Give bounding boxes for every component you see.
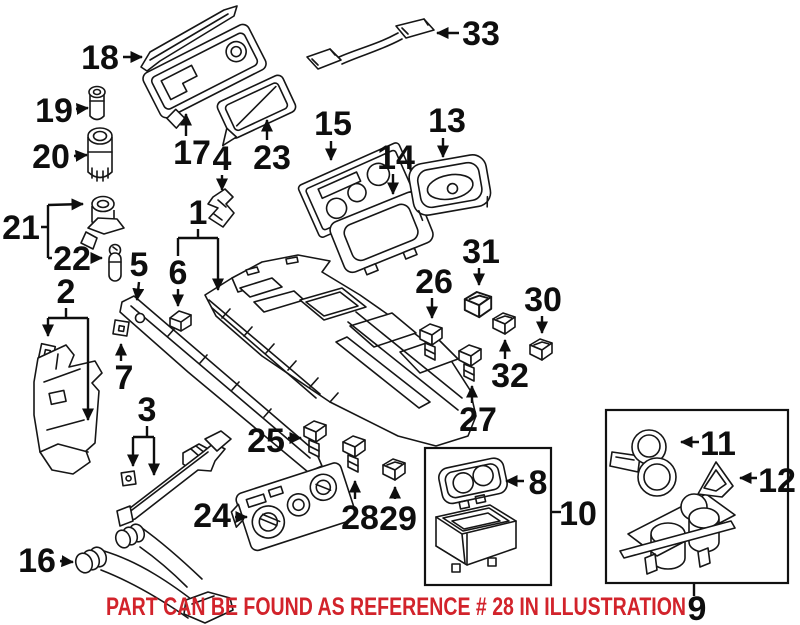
part-6-clip bbox=[169, 310, 192, 332]
part-22-bulb bbox=[108, 243, 122, 282]
label-24: 24 bbox=[193, 497, 231, 535]
callout-10: 10 bbox=[552, 495, 597, 533]
part-9-cupholder-frame bbox=[619, 493, 736, 575]
label-4: 4 bbox=[213, 140, 232, 178]
part-21-lighter-housing bbox=[80, 195, 125, 250]
label-15: 15 bbox=[314, 105, 352, 143]
label-7: 7 bbox=[115, 359, 134, 397]
label-6: 6 bbox=[169, 254, 188, 292]
callout-19: 19 bbox=[35, 92, 89, 130]
part-14-shifter-bezel bbox=[329, 191, 434, 276]
part-2-side-trim bbox=[33, 342, 103, 475]
callout-24: 24 bbox=[193, 497, 248, 535]
part-12-rubber-insert-small bbox=[697, 461, 734, 498]
callout-5: 5 bbox=[130, 246, 149, 301]
label-32: 32 bbox=[491, 357, 529, 395]
callout-29: 29 bbox=[379, 486, 417, 538]
callout-17: 17 bbox=[173, 113, 211, 172]
part-19-bulb-socket bbox=[88, 85, 106, 121]
callout-6: 6 bbox=[169, 254, 188, 307]
callout-28: 28 bbox=[341, 480, 379, 537]
part-17-front-trim-panel bbox=[142, 23, 267, 129]
callout-4: 4 bbox=[213, 140, 232, 191]
part-11-rubber-insert bbox=[609, 429, 677, 497]
callout-33: 33 bbox=[436, 15, 500, 53]
callout-11: 11 bbox=[680, 425, 736, 463]
label-16: 16 bbox=[18, 542, 56, 580]
label-1: 1 bbox=[189, 194, 208, 232]
part-8-cupholder-insert bbox=[438, 457, 508, 510]
part-10-storage-box bbox=[435, 504, 517, 573]
label-28: 28 bbox=[341, 499, 379, 537]
reference-caption: PART CAN BE FOUND AS REFERENCE # 28 IN I… bbox=[106, 593, 686, 621]
label-21: 21 bbox=[2, 209, 40, 247]
label-14: 14 bbox=[377, 139, 415, 177]
label-30: 30 bbox=[524, 281, 562, 319]
callout-1: 1 bbox=[176, 194, 224, 291]
label-25: 25 bbox=[247, 422, 285, 460]
label-12: 12 bbox=[758, 462, 796, 500]
callout-16: 16 bbox=[18, 542, 74, 580]
label-19: 19 bbox=[35, 92, 73, 130]
part-1-center-console bbox=[204, 254, 477, 447]
part-24-climate-control bbox=[182, 443, 357, 552]
label-33: 33 bbox=[462, 15, 500, 53]
callout-3: 3 bbox=[127, 391, 160, 476]
label-27: 27 bbox=[459, 401, 497, 439]
callout-31: 31 bbox=[462, 233, 500, 286]
callout-9: 9 bbox=[688, 584, 707, 625]
part-20-power-outlet bbox=[87, 127, 113, 182]
callout-27: 27 bbox=[459, 385, 497, 439]
label-20: 20 bbox=[32, 138, 70, 176]
label-2: 2 bbox=[57, 273, 76, 311]
callout-32: 32 bbox=[491, 339, 529, 395]
callout-21: 21 bbox=[2, 198, 84, 260]
label-9: 9 bbox=[688, 590, 707, 625]
part-18-console-trim-strip bbox=[140, 5, 238, 72]
label-31: 31 bbox=[462, 233, 500, 271]
callout-18: 18 bbox=[81, 39, 143, 77]
callout-2: 2 bbox=[42, 273, 94, 421]
callout-14: 14 bbox=[377, 139, 415, 195]
label-3: 3 bbox=[138, 391, 157, 429]
callout-8: 8 bbox=[505, 464, 548, 502]
part-13-storage-bin bbox=[408, 154, 492, 222]
callout-20: 20 bbox=[32, 138, 88, 176]
label-11: 11 bbox=[700, 425, 736, 463]
label-22: 22 bbox=[53, 240, 91, 278]
label-8: 8 bbox=[529, 464, 548, 502]
callout-15: 15 bbox=[314, 105, 352, 161]
label-23: 23 bbox=[253, 139, 291, 177]
label-5: 5 bbox=[130, 246, 149, 284]
callout-7: 7 bbox=[115, 343, 134, 397]
label-17: 17 bbox=[173, 134, 211, 172]
part-16-air-duct bbox=[74, 523, 234, 624]
label-10: 10 bbox=[559, 495, 597, 533]
callout-23: 23 bbox=[253, 119, 291, 177]
callout-12: 12 bbox=[739, 462, 796, 500]
callout-13: 13 bbox=[428, 102, 466, 158]
reference-box-10 bbox=[423, 446, 553, 587]
callout-26: 26 bbox=[415, 263, 453, 319]
label-29: 29 bbox=[379, 500, 417, 538]
label-18: 18 bbox=[81, 39, 119, 77]
callout-25: 25 bbox=[247, 422, 302, 460]
callout-22: 22 bbox=[53, 240, 103, 278]
callout-30: 30 bbox=[524, 281, 562, 334]
label-13: 13 bbox=[428, 102, 466, 140]
part-23-storage-tray bbox=[216, 74, 297, 147]
label-26: 26 bbox=[415, 263, 453, 301]
reference-box-9 bbox=[604, 408, 790, 585]
part-7-clip bbox=[112, 319, 130, 337]
part-33-wiring-harness bbox=[306, 18, 435, 70]
part-3-mounting-bracket bbox=[116, 430, 232, 527]
part-4-bracket bbox=[207, 188, 235, 228]
